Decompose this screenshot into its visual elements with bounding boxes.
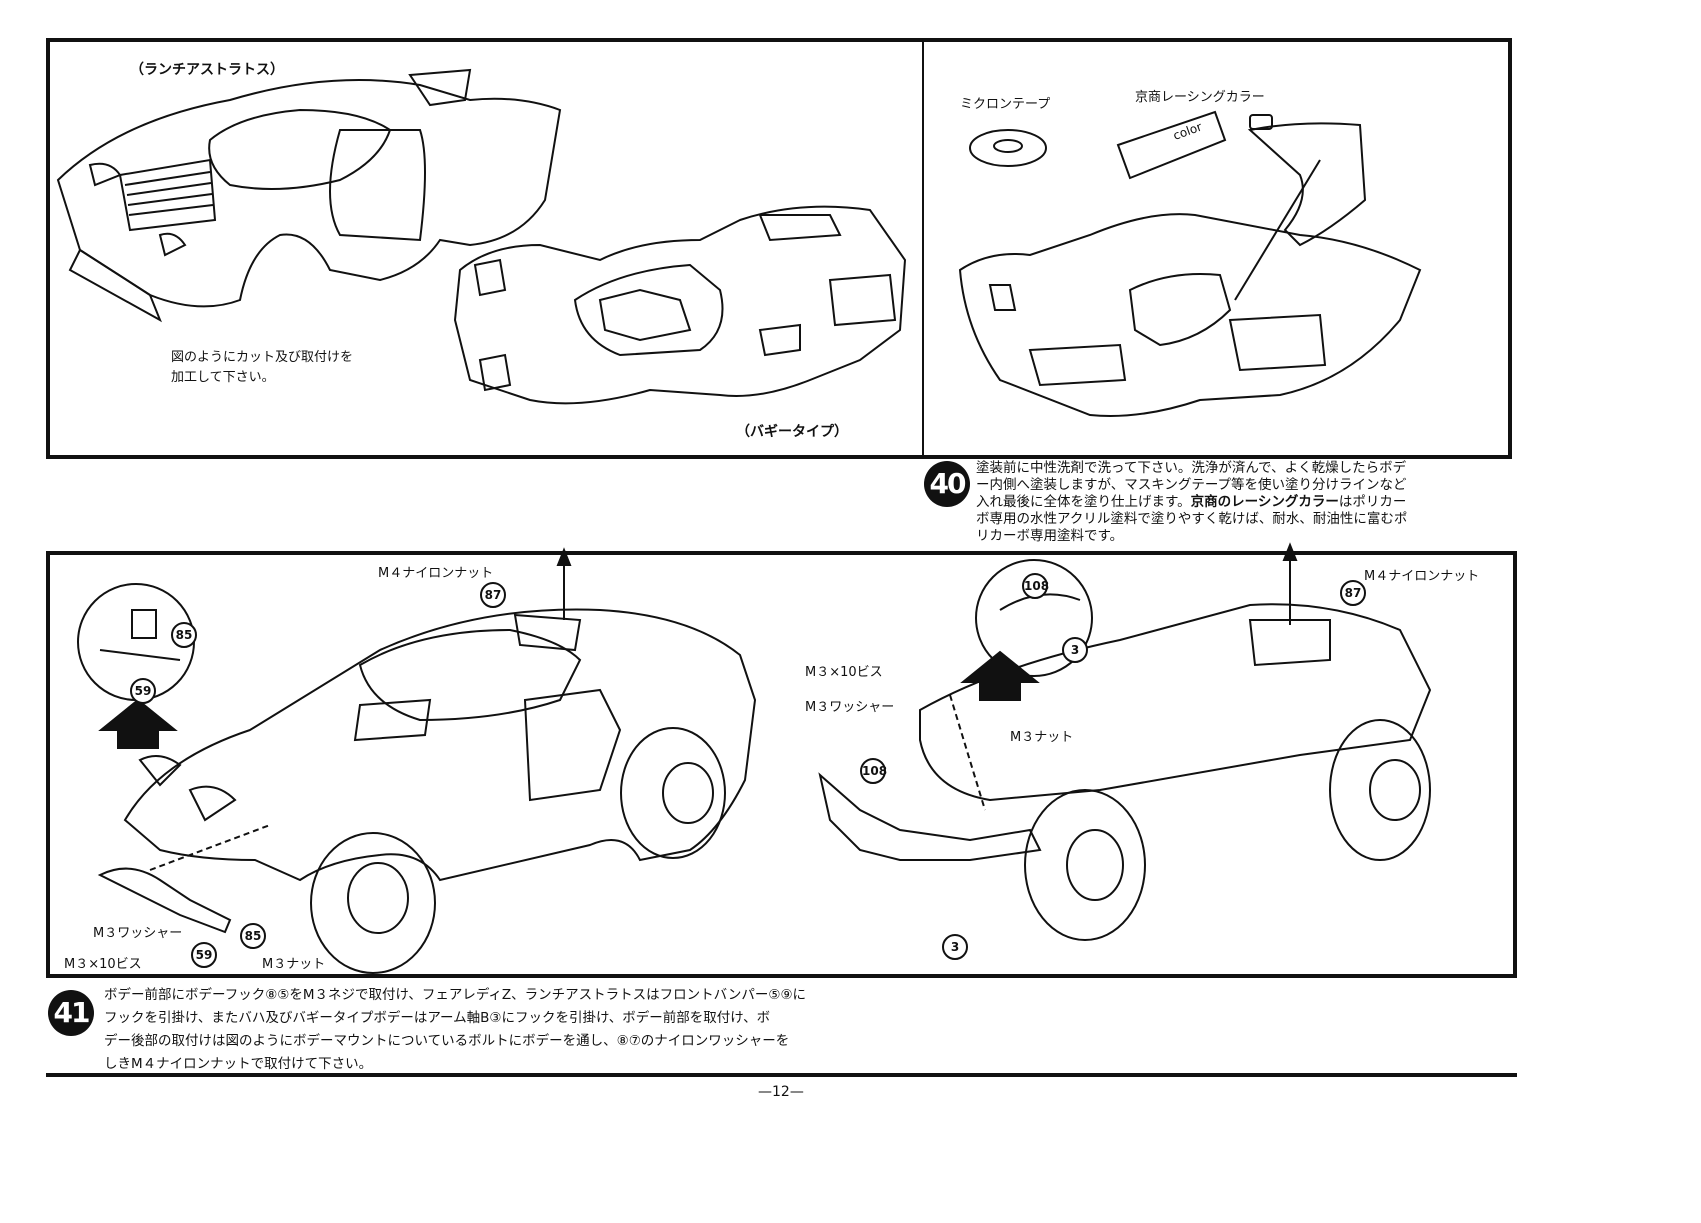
step-41-line4: しきM４ナイロンナットで取付けて下さい。 [104, 1056, 373, 1072]
part-87-right: 87 [1340, 580, 1366, 606]
cut-note-line1: 図のようにカット及び取付けを [171, 350, 354, 365]
step-40-line3-c: はポリカー [1338, 494, 1407, 510]
top-panel-divider [922, 40, 924, 457]
part-3-axle: 3 [942, 934, 968, 960]
step-40-line5: リカーボ専用塗料です。 [976, 528, 1124, 544]
page-number: —12— [758, 1084, 804, 1100]
micron-tape-label: ミクロンテープ [960, 97, 1051, 112]
left-nylon-nut-label: M４ナイロンナット [378, 566, 494, 581]
step-40-line4: ボ専用の水性アクリル塗料で塗りやすく乾けば、耐水、耐油性に富むポ [976, 511, 1408, 527]
step-41-line3: デー後部の取付けは図のようにボデーマウントについているボルトにボデーを通し、⑧⑦… [104, 1033, 790, 1049]
left-nut-label: M３ナット [262, 957, 326, 972]
right-washer-label: M３ワッシャー [805, 700, 895, 715]
step-41-line2: フックを引掛け、またバハ及びバギータイプボデーはアーム軸B③にフックを引掛け、ボ… [104, 1010, 771, 1026]
stratos-label: （ランチアストラトス） [130, 62, 284, 78]
right-nylon-nut-label: M４ナイロンナット [1364, 569, 1480, 584]
right-screw-label: M３×10ビス [805, 665, 883, 680]
step-41-text: ボデー前部にボデーフック⑧⑤をM３ネジで取付け、フェアレディZ、ランチアストラト… [104, 984, 944, 1076]
step-41-line1: ボデー前部にボデーフック⑧⑤をM３ネジで取付け、フェアレディZ、ランチアストラト… [104, 987, 807, 1003]
step-40-line1: 塗装前に中性洗剤で洗って下さい。洗浄が済んで、よく乾燥したらボデ [976, 460, 1407, 476]
step-40-badge: 40 [924, 461, 970, 507]
step-40-line3: 入れ最後に全体を塗り仕上げます。京商のレーシングカラーはポリカー [976, 494, 1506, 511]
right-nut-label: M３ナット [1010, 730, 1074, 745]
bottom-illustration-panel [46, 551, 1517, 978]
step-40-line3-b: 京商のレーシングカラー [1190, 494, 1339, 510]
part-108-detail: 108 [1022, 573, 1049, 599]
bottom-rule [46, 1073, 1517, 1077]
left-screw-label: M３×10ビス [64, 957, 142, 972]
part-3-detail: 3 [1062, 637, 1088, 663]
cut-note-line2: 加工して下さい。 [171, 370, 275, 385]
top-illustration-panel [46, 38, 1512, 459]
part-59-bumper: 59 [191, 942, 217, 968]
part-108-side: 108 [860, 758, 887, 784]
step-40-text: 塗装前に中性洗剤で洗って下さい。洗浄が済んで、よく乾燥したらボデ ー内側へ塗装し… [976, 460, 1506, 545]
step-40-line3-a: 入れ最後に全体を塗り仕上げます。 [976, 494, 1191, 510]
buggy-label: （バギータイプ） [736, 424, 848, 440]
left-washer-label: M３ワッシャー [93, 926, 183, 941]
racing-color-label: 京商レーシングカラー [1135, 90, 1265, 105]
step-40-line2: ー内側へ塗装しますが、マスキングテープ等を使い塗り分けラインなど [976, 477, 1407, 493]
step-41-badge: 41 [48, 990, 94, 1036]
part-85-hook: 85 [240, 923, 266, 949]
part-59-detail: 59 [130, 678, 156, 704]
part-85-detail: 85 [171, 622, 197, 648]
part-87-left: 87 [480, 582, 506, 608]
